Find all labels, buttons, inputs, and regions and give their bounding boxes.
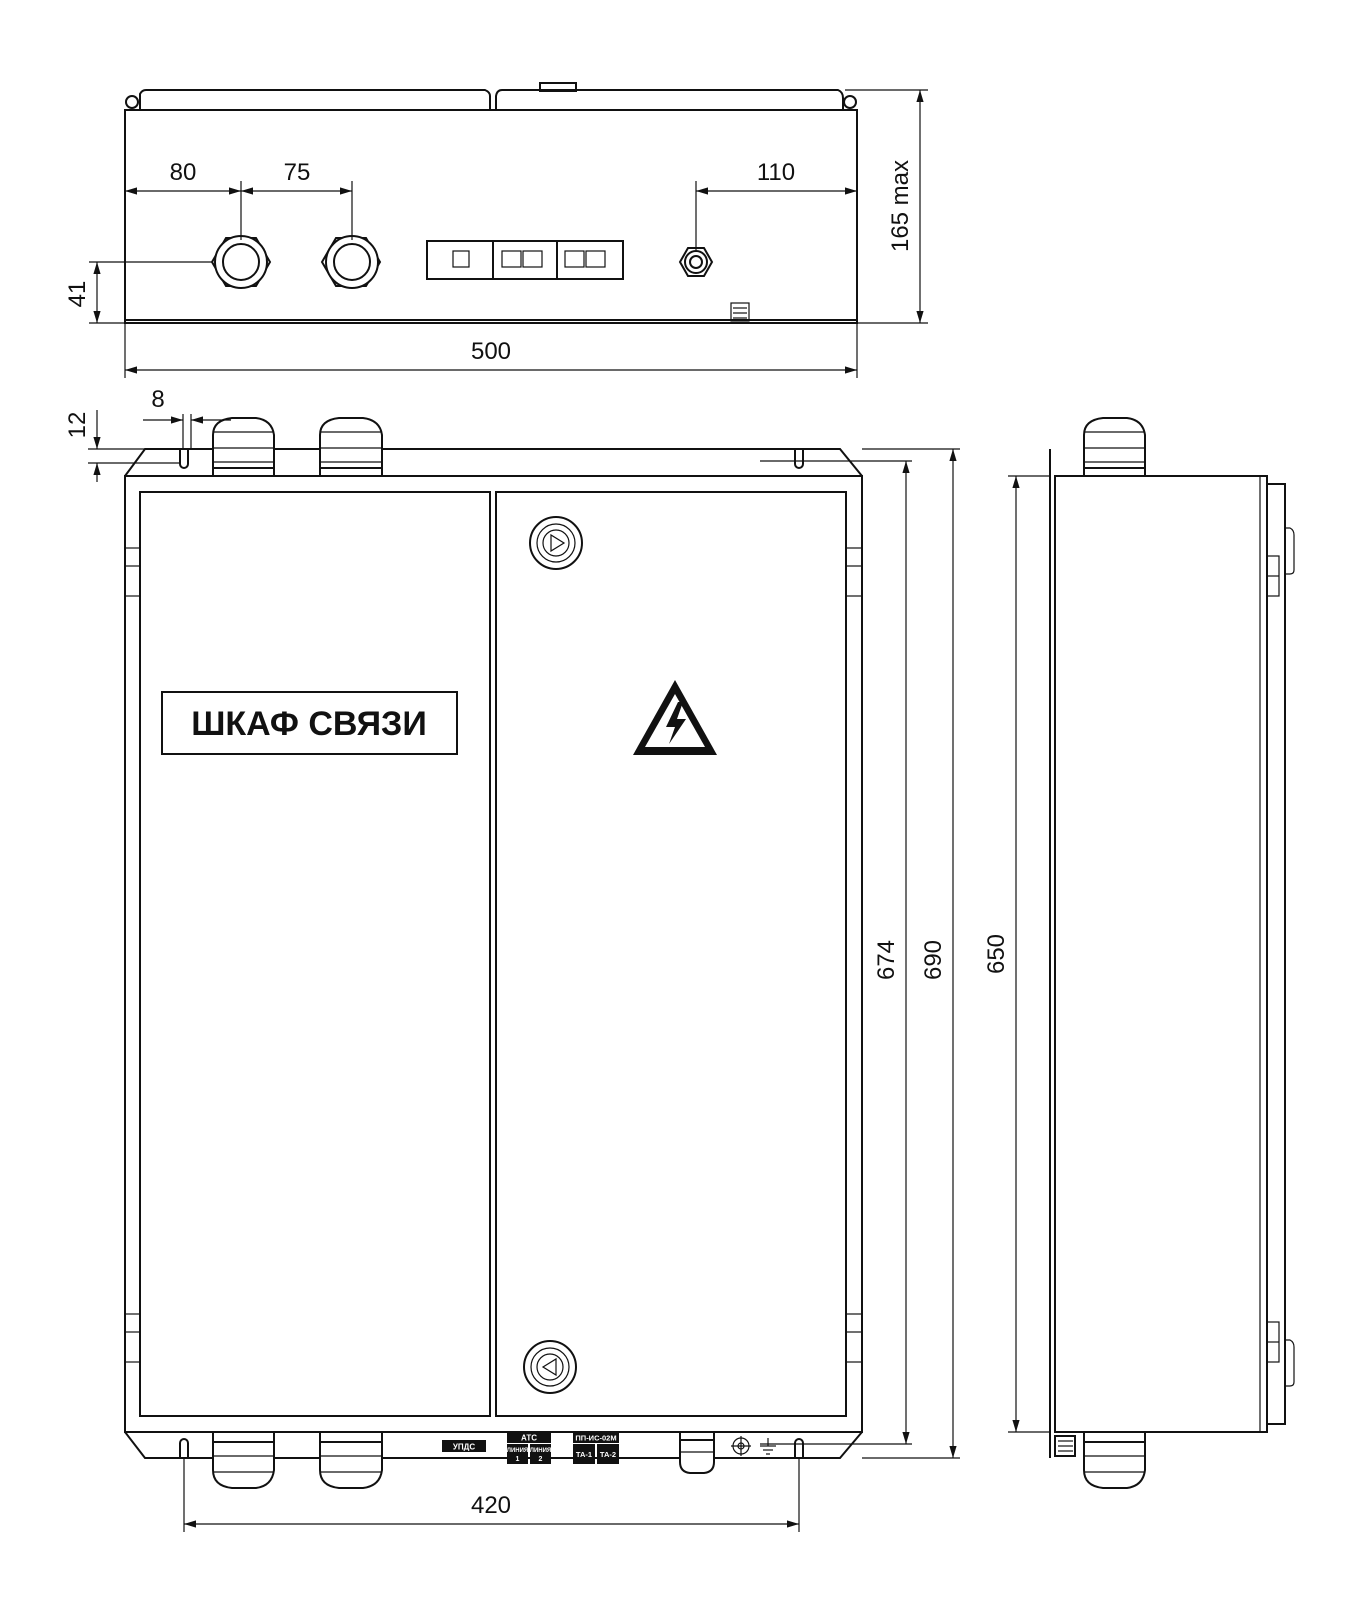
top-lid-right [495,89,844,110]
dim-12: 12 [64,412,91,439]
dim-75: 75 [284,159,311,186]
side-view: 650 [983,417,1295,1489]
hinge-left [125,95,139,109]
plate-updc: УПДС [453,1443,475,1452]
plate-line2-top: ЛИНИЯ [530,1448,551,1454]
ground-stud [730,302,750,322]
dim-500: 500 [471,338,511,365]
dim-165: 165 max [887,160,914,252]
gland-icon [212,1431,275,1489]
ground-icon [731,1436,776,1456]
top-lid-left [139,89,491,110]
plate-ta2: ТА-2 [600,1450,616,1459]
plate-pp: ПП-ИС-02М [575,1434,616,1443]
gland-icon [1083,1431,1146,1489]
gland-icon [679,1431,715,1474]
dim-420: 420 [471,1492,511,1519]
dim-650: 650 [983,934,1010,974]
plate-line1-top: ЛИНИЯ [507,1448,528,1454]
door-right [495,491,847,1417]
front-label: ШКАФ СВЯЗИ [191,705,427,743]
door-left [139,491,491,1417]
dim-690: 690 [920,940,947,980]
plate-line2-num: 2 [539,1456,543,1463]
connector-block [426,240,624,280]
mount-bottom [124,1431,863,1459]
dim-41: 41 [64,281,91,308]
gland-icon [320,235,382,289]
top-body [124,109,858,324]
lock-icon [529,516,583,570]
top-lid-handle [539,82,577,92]
label-plate [161,691,458,755]
side-door [1267,483,1286,1425]
plate-line1-num: 1 [516,1456,520,1463]
gland-icon [212,417,275,477]
top-view: 80 75 110 165 max 41 500 [64,82,928,378]
plate-ats: АТС [521,1434,537,1443]
dim-80: 80 [170,159,197,186]
side-body [1054,475,1268,1433]
hinge-right [843,95,857,109]
front-view: УПДС АТС ЛИНИЯ 1 ЛИНИЯ 2 ПП-ИС-02М ТА-1 … [64,386,960,1532]
gland-icon [678,247,714,277]
gland-icon [210,235,272,289]
gland-icon [319,417,383,477]
dim-110: 110 [757,159,795,186]
dim-674: 674 [873,940,900,980]
lock-icon [523,1340,577,1394]
gland-icon [1083,417,1146,477]
front-body [124,475,863,1433]
plate-ta1: ТА-1 [576,1450,592,1459]
dim-8: 8 [151,386,164,413]
high-voltage-warning-icon [633,680,717,755]
gland-icon [319,1431,383,1489]
bottom-plates: УПДС АТС ЛИНИЯ 1 ЛИНИЯ 2 ПП-ИС-02М ТА-1 … [442,1432,619,1464]
